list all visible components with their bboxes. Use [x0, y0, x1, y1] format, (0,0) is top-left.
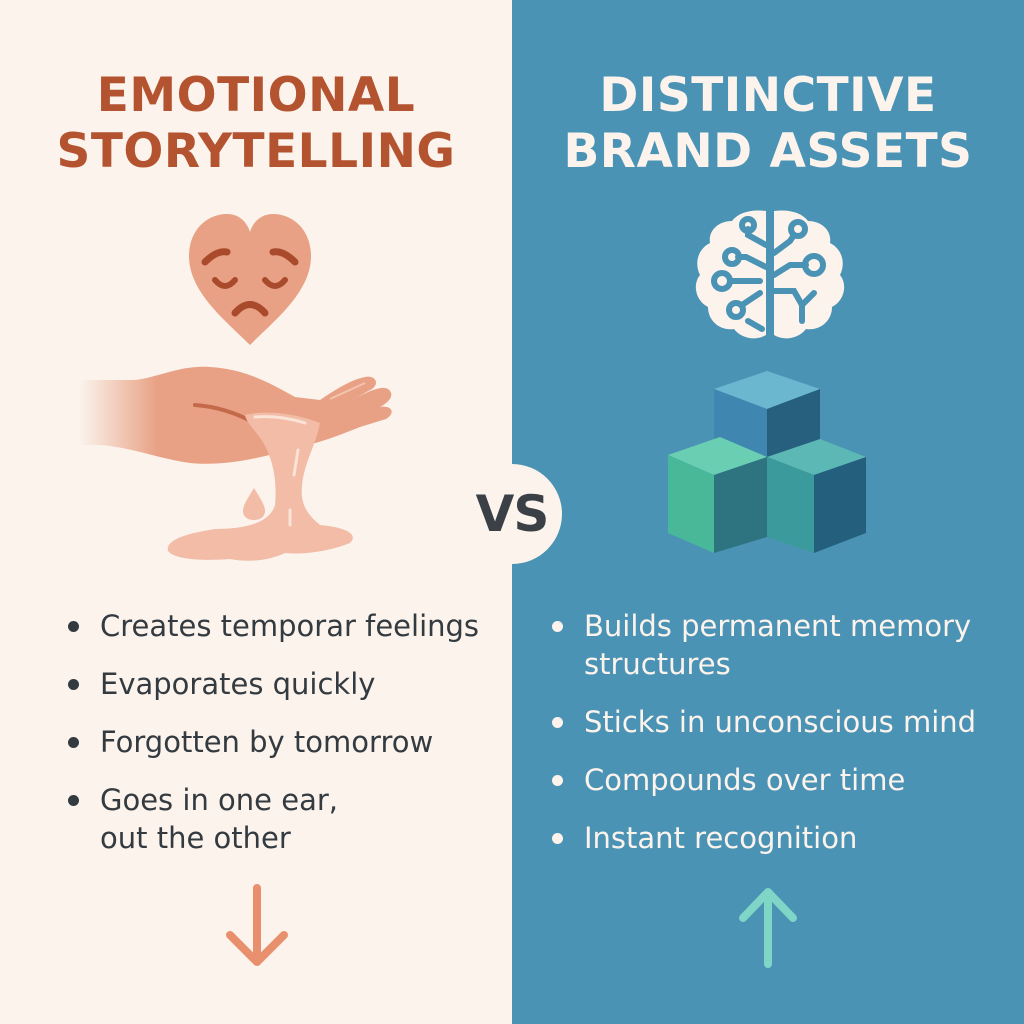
bullet-dot-icon	[68, 621, 79, 632]
list-item: Compounds over time	[550, 761, 1010, 799]
right-title-line-2: BRAND ASSETS	[563, 124, 973, 179]
list-item: Forgotten by tomorrow	[66, 723, 506, 761]
down-arrow-icon	[226, 884, 288, 966]
vs-label: VS	[475, 485, 550, 543]
bullet-dot-icon	[68, 795, 79, 806]
list-item: Creates temporar feelings	[66, 607, 506, 645]
left-bullet-list: Creates temporar feelings Evaporates qui…	[66, 607, 506, 877]
list-item: Builds permanent memory structures	[550, 607, 1010, 683]
sad-heart-icon	[189, 214, 311, 345]
stacked-cubes-icon	[668, 371, 866, 553]
bullet-text: Evaporates quickly	[100, 667, 376, 701]
right-title: DISTINCTIVE BRAND ASSETS	[512, 68, 1024, 180]
left-title-line-2: STORYTELLING	[56, 124, 456, 179]
bullet-text: Forgotten by tomorrow	[100, 725, 434, 759]
left-title: EMOTIONAL STORYTELLING	[0, 68, 512, 180]
bullet-text: Instant recognition	[584, 821, 858, 855]
bullet-text: Compounds over time	[584, 763, 906, 797]
bullet-dot-icon	[68, 679, 79, 690]
bullet-dot-icon	[68, 737, 79, 748]
bullet-dot-icon	[552, 833, 563, 844]
bullet-dot-icon	[552, 717, 563, 728]
up-arrow-icon	[739, 888, 797, 968]
bullet-text: Sticks in unconscious mind	[584, 705, 977, 739]
left-title-line-1: EMOTIONAL	[96, 68, 416, 123]
bullet-dot-icon	[552, 775, 563, 786]
bullet-text: Goes in one ear,	[100, 783, 338, 817]
bullet-text: Builds permanent memory	[584, 609, 972, 643]
list-item: Sticks in unconscious mind	[550, 703, 1010, 741]
right-title-line-1: DISTINCTIVE	[599, 68, 937, 123]
list-item: Goes in one ear, out the other	[66, 781, 506, 857]
list-item: Evaporates quickly	[66, 665, 506, 703]
bullet-text-continued: out the other	[100, 821, 291, 855]
distinctive-brand-assets-panel: DISTINCTIVE BRAND ASSETS	[512, 0, 1024, 1024]
bullet-text-continued: structures	[584, 647, 731, 681]
vs-badge: VS	[462, 464, 562, 564]
right-bullet-list: Builds permanent memory structures Sticks…	[550, 607, 1010, 877]
emotional-storytelling-panel: EMOTIONAL STORYTELLING Creates tem	[0, 0, 512, 1024]
circuit-brain-icon	[695, 210, 845, 339]
bullet-dot-icon	[552, 621, 563, 632]
bullet-text: Creates temporar feelings	[100, 609, 480, 643]
list-item: Instant recognition	[550, 819, 1010, 857]
hand-melting-icon	[80, 366, 392, 561]
